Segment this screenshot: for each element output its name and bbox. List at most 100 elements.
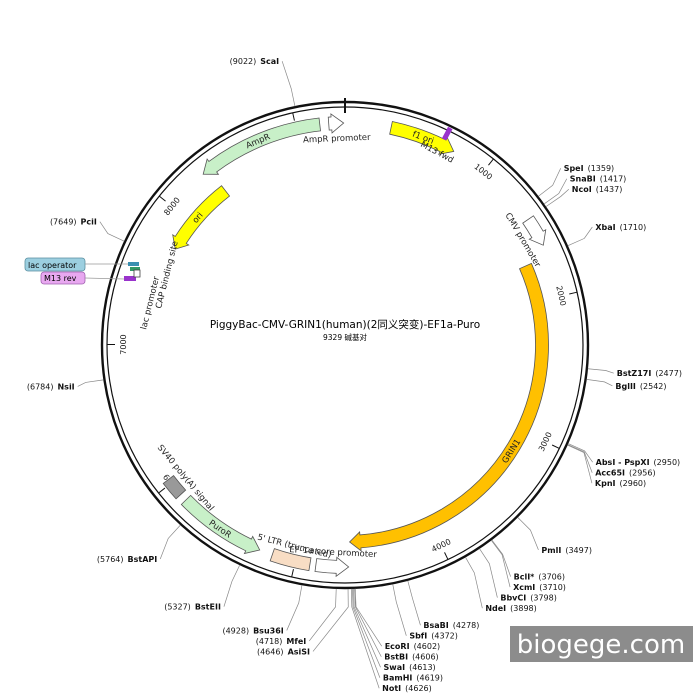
site-name: SpeI (564, 164, 584, 173)
cap-site-box (130, 267, 140, 271)
lac-operator-box (128, 262, 139, 266)
site-position: (6784) (27, 382, 54, 391)
tick-mark (158, 195, 166, 202)
plasmid-title: PiggyBac-CMV-GRIN1(human)(2同义突变)-EF1a-Pu… (210, 318, 480, 331)
site-leader (286, 585, 303, 631)
restriction-site-label: (6784)NsiI (27, 382, 75, 391)
site-name: Bsu36I (253, 626, 284, 635)
site-position: (4718) (256, 637, 283, 646)
tick-layer: 100020003000400050006000700080009000 (106, 112, 578, 578)
feature-grin1 (348, 262, 549, 552)
site-leader (490, 540, 511, 588)
site-leader (479, 548, 498, 598)
site-position: (4619) (416, 674, 443, 683)
restriction-site-label: BstZ17I(2477) (617, 369, 682, 378)
m13-rev-leader (84, 277, 125, 280)
site-leader (223, 564, 241, 607)
restriction-site-label: (5327)BstEII (164, 603, 221, 612)
site-position: (3497) (565, 546, 592, 555)
site-name: NdeI (485, 604, 506, 613)
site-leader (352, 588, 381, 678)
tick-mark (158, 487, 166, 494)
site-name: SwaI (384, 663, 406, 672)
restriction-site-label: (9022)ScaI (230, 57, 280, 66)
site-position: (3898) (510, 604, 537, 613)
restriction-site-label: (5764)BstAPI (97, 555, 157, 564)
site-leader (543, 178, 568, 205)
site-position: (2956) (629, 469, 656, 478)
watermark-box (510, 626, 693, 662)
site-leader (281, 61, 296, 107)
site-leader (159, 524, 181, 560)
site-name: SbfI (409, 632, 427, 641)
tick-mark (569, 291, 578, 295)
site-name: MfeI (286, 637, 306, 646)
restriction-site-label: Acc65I (2956) (595, 469, 655, 478)
site-position: (2477) (655, 369, 682, 378)
site-leader (567, 444, 593, 473)
site-position: (9022) (230, 57, 257, 66)
lac-operator-tag (24, 257, 86, 272)
site-position: (1710) (620, 223, 647, 232)
site-name: AsiSI (288, 647, 310, 656)
tick-mark (291, 569, 294, 578)
site-name: PciI (81, 218, 97, 227)
site-position: (4606) (412, 653, 439, 662)
site-name: Acc65I (595, 469, 625, 478)
site-position: (4646) (257, 647, 284, 656)
tick-mark (444, 552, 449, 560)
site-layer: SpeI(1359)SnaBI(1417)NcoI(1437)XbaI(1710… (27, 57, 682, 693)
site-leader (517, 517, 539, 551)
site-position: (3798) (530, 594, 557, 603)
site-position: (2960) (620, 479, 647, 488)
tick-label: 1000 (472, 162, 494, 182)
lac-promoter-box (133, 269, 141, 278)
site-leader (587, 368, 614, 374)
cap-site-label: CAP binding site (154, 240, 180, 310)
site-leader (407, 580, 421, 626)
feature-ltr (269, 548, 312, 572)
tick-label: 4000 (430, 537, 452, 554)
feature-cmv-promoter (522, 215, 547, 246)
site-name: BclI* (514, 573, 536, 582)
lac-operator-tag-text: lac operator (28, 261, 77, 270)
restriction-site-label: AbsI - PspXI (2950) (596, 458, 681, 467)
site-name: BstZ17I (617, 369, 652, 378)
restriction-site-label: (7649)PciI (50, 218, 97, 227)
site-name: SnaBI (570, 175, 596, 184)
site-leader (350, 588, 380, 689)
tick-mark (292, 112, 295, 121)
site-leader (491, 539, 511, 577)
site-leader (567, 444, 593, 484)
restriction-site-label: BsaBI(4278) (423, 621, 479, 630)
site-leader (312, 588, 349, 652)
site-position: (4613) (409, 663, 436, 672)
site-name: BsaBI (423, 621, 448, 630)
restriction-site-label: SnaBI(1417) (570, 175, 627, 184)
site-leader (567, 226, 593, 247)
site-name: EcoRI (385, 642, 410, 651)
restriction-site-label: SpeI(1359) (564, 164, 615, 173)
restriction-site-label: (4646) AsiSI (257, 647, 310, 656)
site-leader (308, 588, 337, 642)
site-leader (99, 221, 125, 242)
m13-fwd-marker (441, 126, 453, 141)
feature-ampr-promoter (327, 113, 345, 134)
site-name: PmlI (541, 546, 561, 555)
tick-label: 7000 (119, 334, 128, 354)
site-leader (538, 168, 562, 197)
feature-f1-ori (389, 120, 455, 155)
site-position: (2950) (654, 458, 681, 467)
restriction-site-label: BbvCI (3798) (500, 594, 557, 603)
site-position: (4928) (222, 626, 249, 635)
watermark-text: biogege.com (517, 630, 685, 660)
m13-rev-tag-text: M13 rev (44, 274, 77, 283)
site-leader (586, 379, 613, 387)
site-leader (354, 588, 383, 647)
tick-label: 8000 (162, 196, 182, 218)
site-name: BbvCI (500, 594, 526, 603)
site-name: AbsI - PspXI (596, 458, 650, 467)
site-leader (354, 588, 382, 657)
